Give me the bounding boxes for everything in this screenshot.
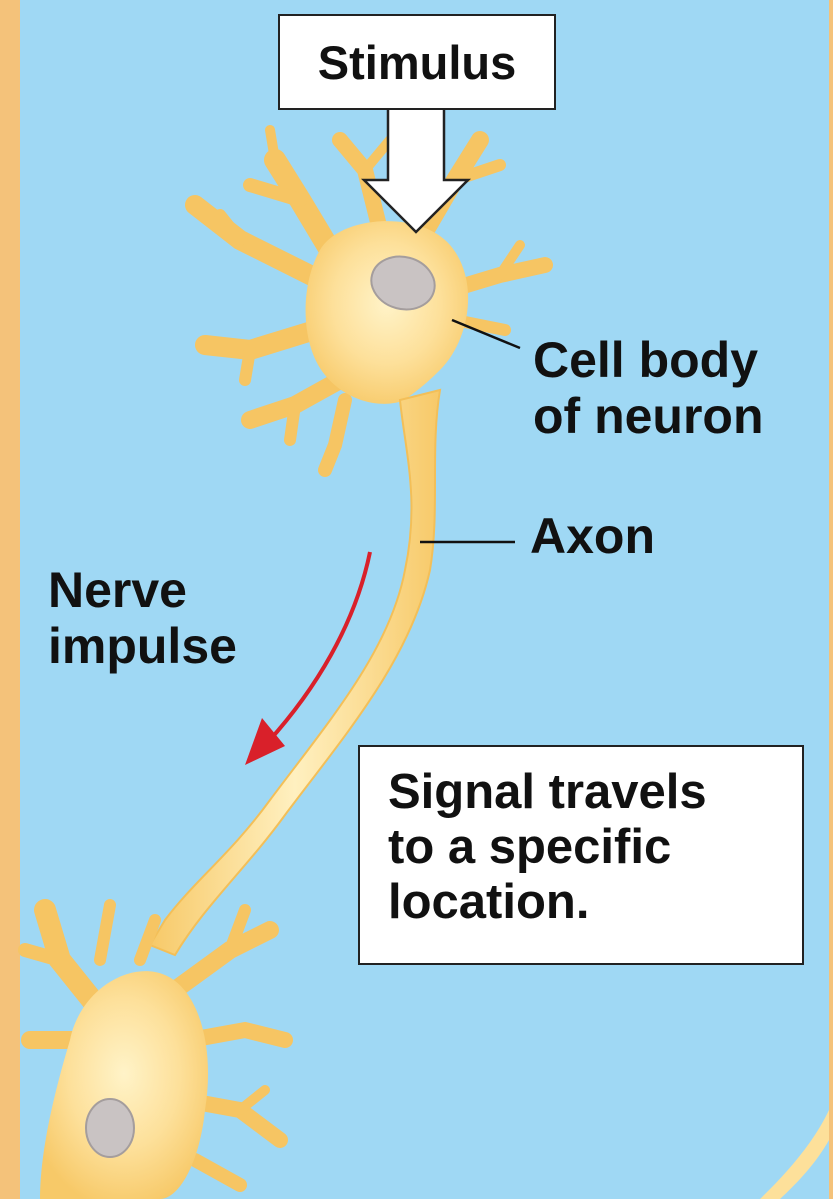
nerve-impulse-label: Nerve impulse [48,562,237,674]
nerve-impulse-label-line2: impulse [48,618,237,674]
signal-line2: to a specific [388,820,802,875]
bottom-nucleus [86,1099,134,1157]
signal-line3: location. [388,875,802,930]
cell-body-label-line1: Cell body [533,332,764,388]
signal-caption-box: Signal travels to a specific location. [358,745,804,965]
edge-axon [760,1110,829,1199]
signal-line1: Signal travels [388,765,802,820]
cell-body-label: Cell body of neuron [533,332,764,444]
cell-body-label-line2: of neuron [533,388,764,444]
axon-label: Axon [530,508,655,564]
stimulus-label: Stimulus [318,35,516,90]
nerve-impulse-label-line1: Nerve [48,562,237,618]
nerve-impulse-arrowhead [245,718,285,765]
stimulus-box: Stimulus [278,14,556,110]
top-soma [306,221,469,404]
bottom-soma [40,971,208,1199]
